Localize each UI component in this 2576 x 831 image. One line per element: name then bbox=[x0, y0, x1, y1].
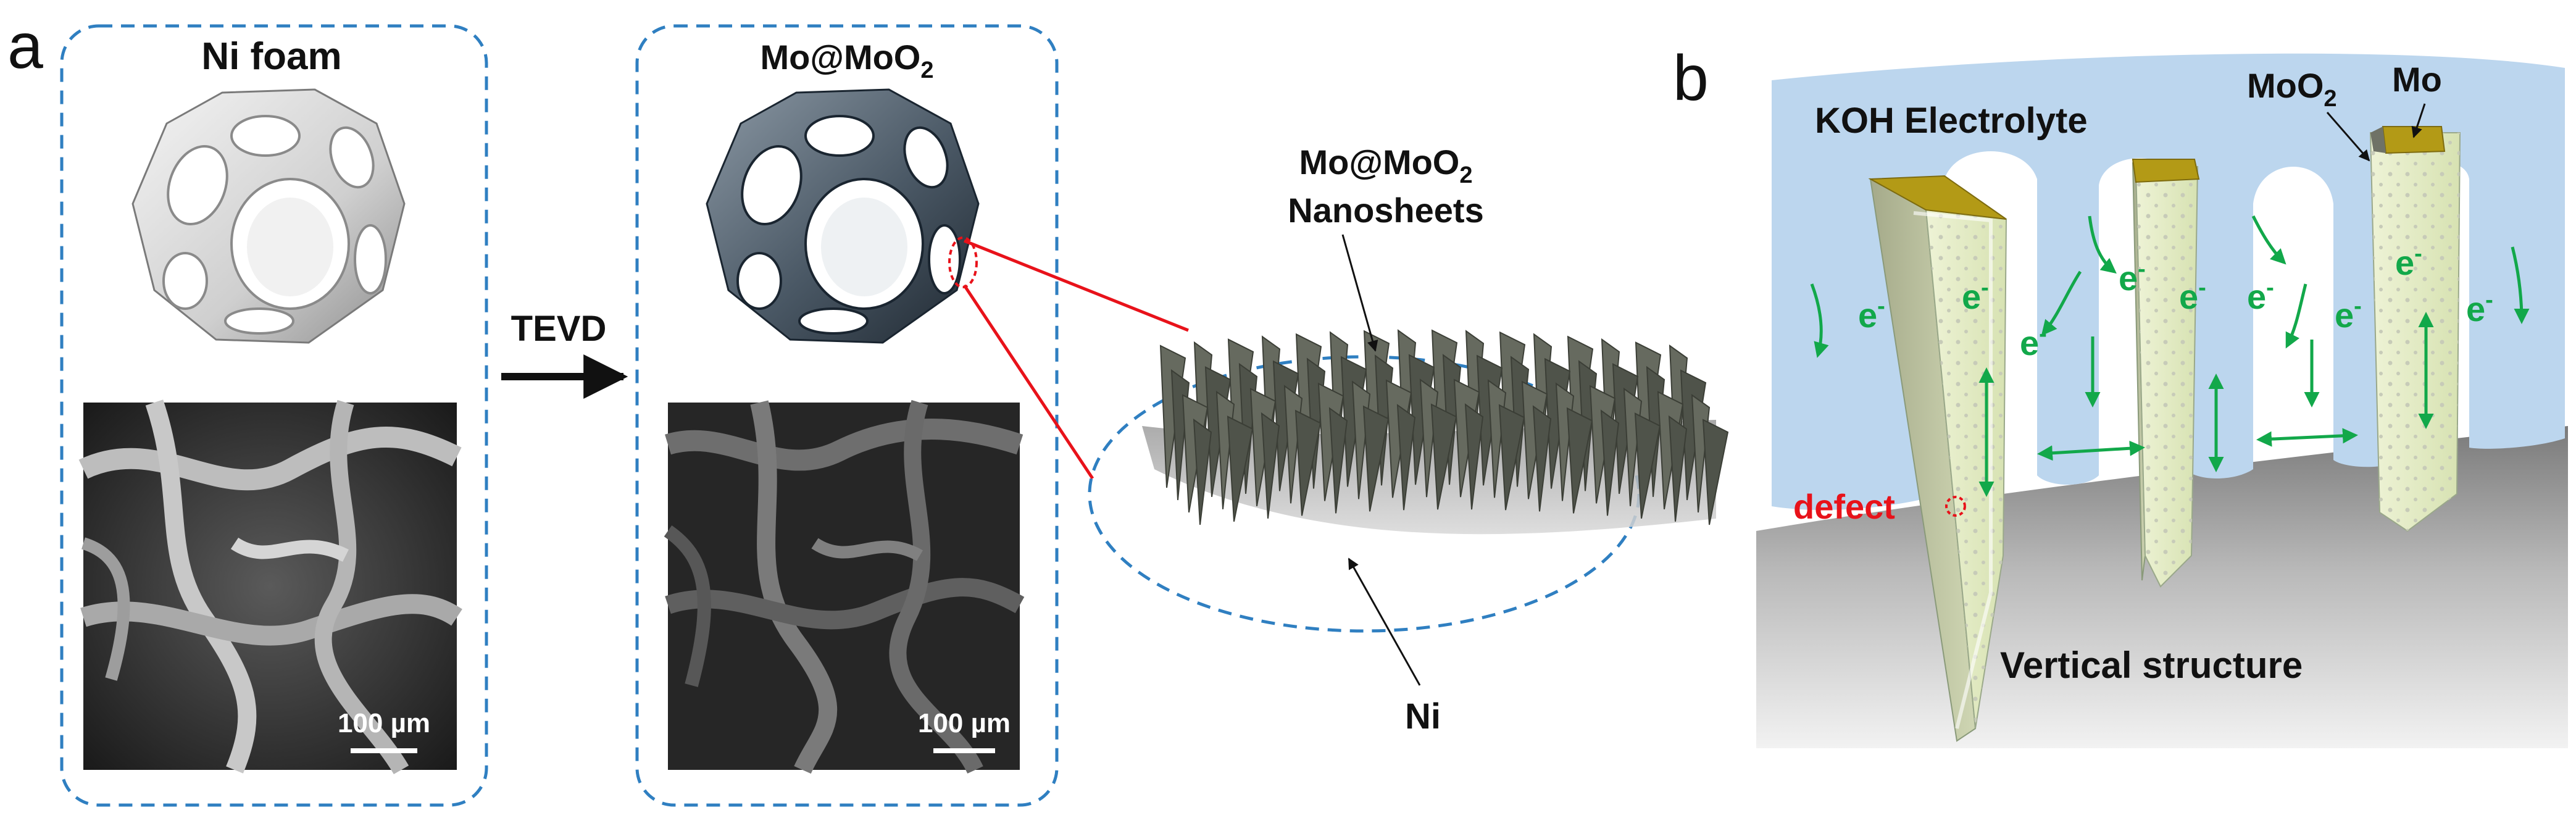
ni-foam-scale-bar bbox=[351, 748, 417, 753]
mo-moo2-title: Mo@MoO2 bbox=[760, 38, 933, 83]
flow-arrow bbox=[2041, 270, 2082, 336]
electron-label: e- bbox=[2395, 241, 2422, 282]
vertical-structure-label: Vertical structure bbox=[2000, 645, 2303, 686]
flow-arrow bbox=[2088, 215, 2117, 274]
panel-a-letter: a bbox=[7, 10, 43, 82]
electron-label: e- bbox=[2119, 256, 2146, 298]
moo2-label: MoO2 bbox=[2247, 66, 2337, 112]
electron-label: e- bbox=[2020, 321, 2047, 362]
electron-label: e- bbox=[2179, 275, 2206, 316]
nanosheet bbox=[1600, 409, 1620, 516]
ni-pointer bbox=[1348, 557, 1421, 686]
nanosheet bbox=[1668, 415, 1688, 522]
nanosheet bbox=[1193, 418, 1212, 525]
mo-moo2-cell-illustration bbox=[706, 88, 980, 344]
nanosheet-pointer bbox=[1341, 234, 1378, 352]
zoom-title-line2: Nanosheets bbox=[1288, 191, 1483, 230]
mo-moo2-sem-image bbox=[664, 399, 1025, 774]
nanosheet bbox=[1261, 412, 1280, 519]
ni-foam-title: Ni foam bbox=[201, 35, 341, 78]
defect-marker bbox=[1945, 496, 1966, 517]
nanosheet-illustration bbox=[1142, 329, 1729, 535]
process-label: TEVD bbox=[511, 309, 607, 349]
nanosheet bbox=[1227, 416, 1254, 522]
nanosheet bbox=[1362, 405, 1390, 512]
mo-moo2-scale-bar bbox=[933, 748, 995, 753]
moo2-pointer bbox=[2326, 112, 2370, 162]
flow-arrow bbox=[2511, 246, 2530, 324]
mo-label: Mo bbox=[2392, 60, 2442, 99]
nanosheet bbox=[1634, 412, 1661, 519]
flow-arrow bbox=[2285, 283, 2307, 349]
flow-arrow bbox=[1810, 283, 1829, 358]
ni-foam-scale-label: 100 µm bbox=[338, 708, 430, 738]
ni-foam-sem-image bbox=[78, 399, 462, 775]
defect-label: defect bbox=[1793, 487, 1895, 526]
electrolyte-label: KOH Electrolyte bbox=[1815, 101, 2088, 141]
zoom-source-circle bbox=[948, 236, 978, 288]
zoom-line-lower bbox=[962, 284, 1094, 480]
panel-b-letter: b bbox=[1673, 43, 1709, 114]
electron-label: e- bbox=[2247, 275, 2274, 316]
electron-label: e- bbox=[2466, 287, 2493, 328]
nanosheet bbox=[1702, 419, 1729, 525]
zoom-line-upper bbox=[964, 239, 1189, 332]
nanosheet bbox=[1430, 403, 1457, 510]
electron-label: e- bbox=[2335, 293, 2362, 335]
nanosheet bbox=[1294, 409, 1322, 516]
electron-flow-arrows bbox=[1810, 215, 2530, 497]
electron-labels: e- e- e- e- e- e- e- e- e- bbox=[1858, 241, 2493, 362]
zoom-title-line1: Mo@MoO2 bbox=[1299, 143, 1472, 188]
mo-moo2-scale-label: 100 µm bbox=[918, 708, 1011, 738]
flow-arrow bbox=[2256, 428, 2358, 447]
mo-moo2-frame bbox=[635, 24, 1059, 807]
panel-b-schematic bbox=[1756, 53, 2568, 748]
nanosheet bbox=[1464, 403, 1484, 510]
nanosheet bbox=[1532, 405, 1552, 512]
electron-label: e- bbox=[1962, 275, 1989, 316]
flow-arrow bbox=[2251, 215, 2286, 265]
nanosheet bbox=[1328, 407, 1348, 514]
ni-foam-frame bbox=[60, 24, 488, 807]
nanosheet bbox=[1498, 404, 1525, 511]
nanosheet bbox=[1566, 407, 1593, 514]
electron-label: e- bbox=[1858, 293, 1885, 335]
ni-label: Ni bbox=[1405, 696, 1441, 737]
mo-pointer bbox=[2411, 103, 2426, 138]
nanosheet bbox=[1396, 404, 1416, 511]
ni-foam-cell-illustration bbox=[131, 88, 406, 344]
flow-arrow bbox=[2037, 440, 2145, 461]
